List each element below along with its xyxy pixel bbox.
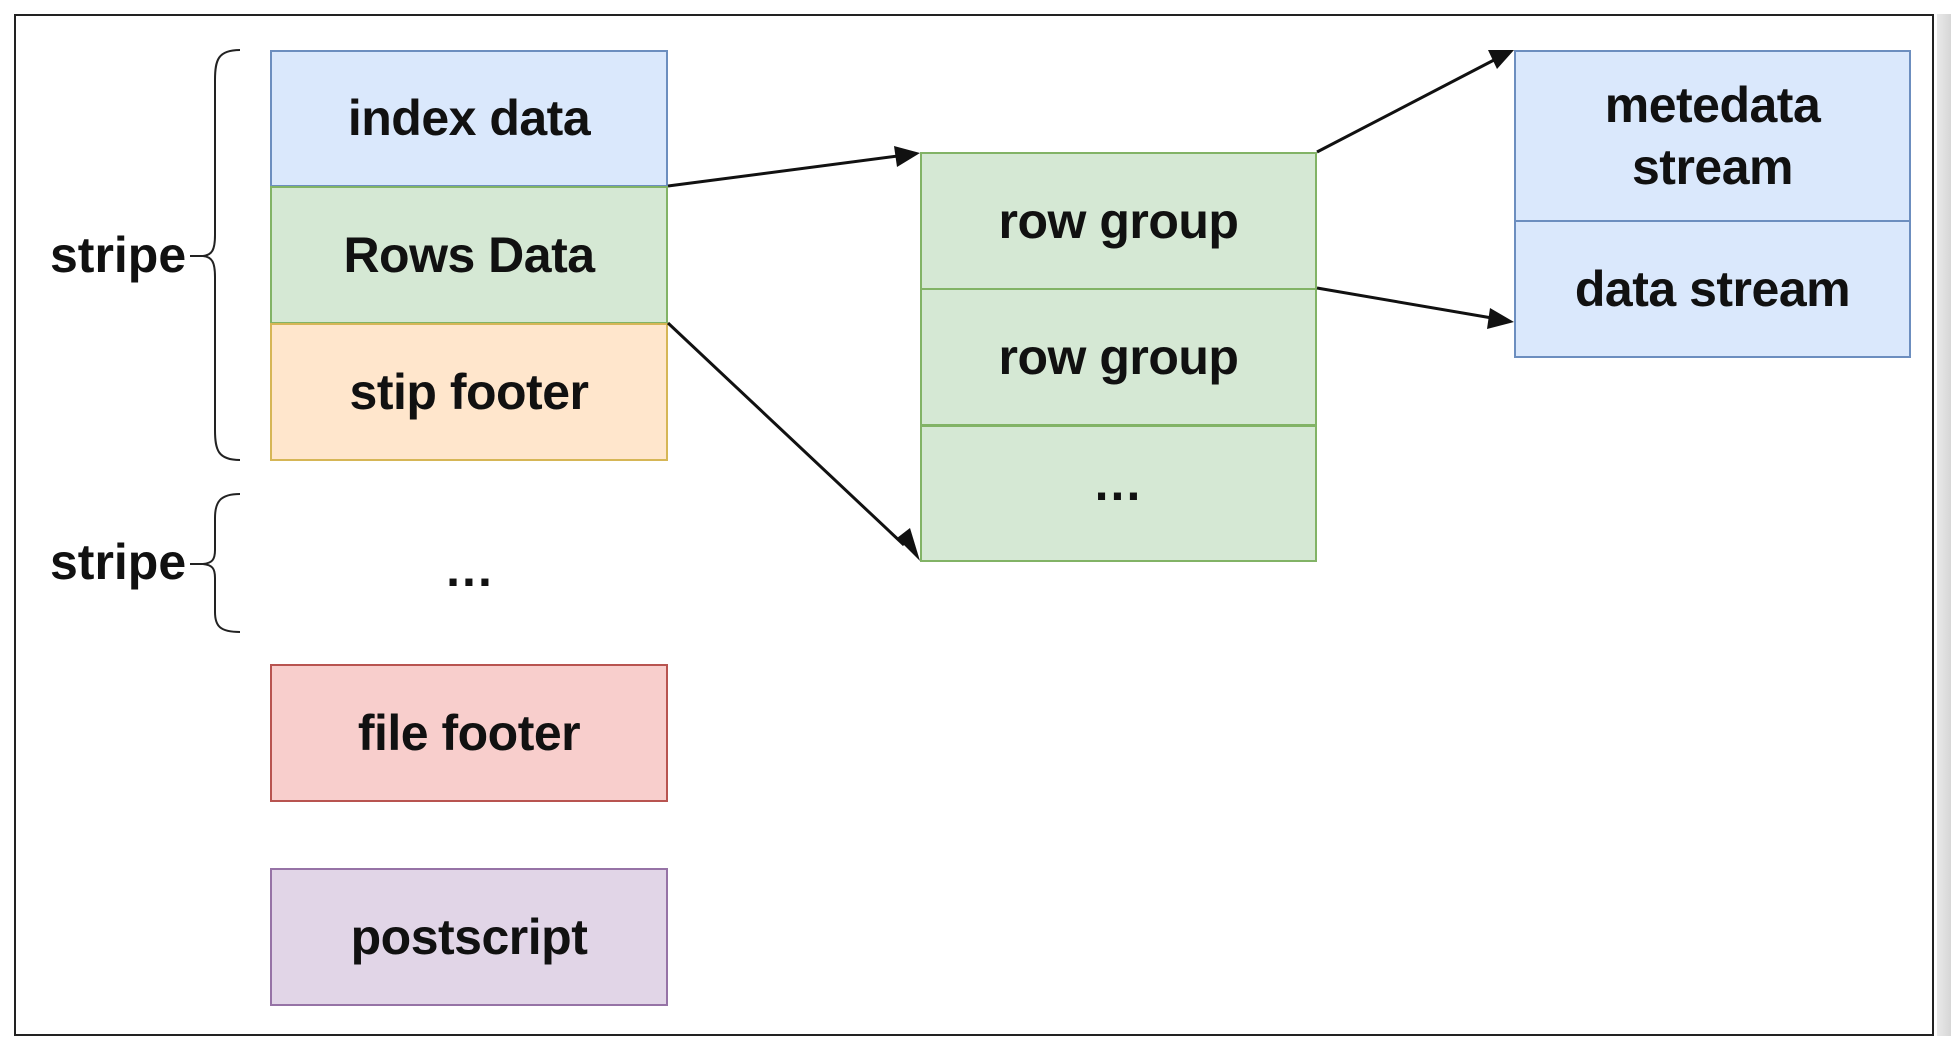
window-edge <box>1937 14 1951 1036</box>
stripe-label-2: stripe <box>50 534 187 590</box>
data-stream-box: data stream <box>1514 220 1911 358</box>
stip-footer-label: stip footer <box>349 363 589 420</box>
metadata-stream-box: metedata stream <box>1514 50 1911 222</box>
postscript-box: postscript <box>270 868 668 1006</box>
index-data-box: index data <box>270 50 668 187</box>
file-footer-box: file footer <box>270 664 668 802</box>
postscript-label: postscript <box>350 908 588 965</box>
rows-data-label: Rows Data <box>343 226 595 283</box>
metadata-stream-label: metedata stream <box>1604 76 1821 196</box>
stripe-ellipsis: ... <box>446 541 494 597</box>
row-group-label-2: row group <box>998 328 1239 385</box>
file-footer-label: file footer <box>357 704 581 761</box>
stip-footer-box: stip footer <box>270 323 668 461</box>
rows-data-box: Rows Data <box>270 186 668 324</box>
row-group-ellipsis: ... <box>1094 455 1143 511</box>
index-data-label: index data <box>347 90 591 147</box>
row-group-label-1: row group <box>998 192 1239 249</box>
row-group-ellipsis-box: ... <box>920 425 1317 562</box>
row-group-box-2: row group <box>920 288 1317 426</box>
stripe-label-1: stripe <box>50 227 187 283</box>
row-group-box-1: row group <box>920 152 1317 290</box>
data-stream-label: data stream <box>1574 260 1851 317</box>
